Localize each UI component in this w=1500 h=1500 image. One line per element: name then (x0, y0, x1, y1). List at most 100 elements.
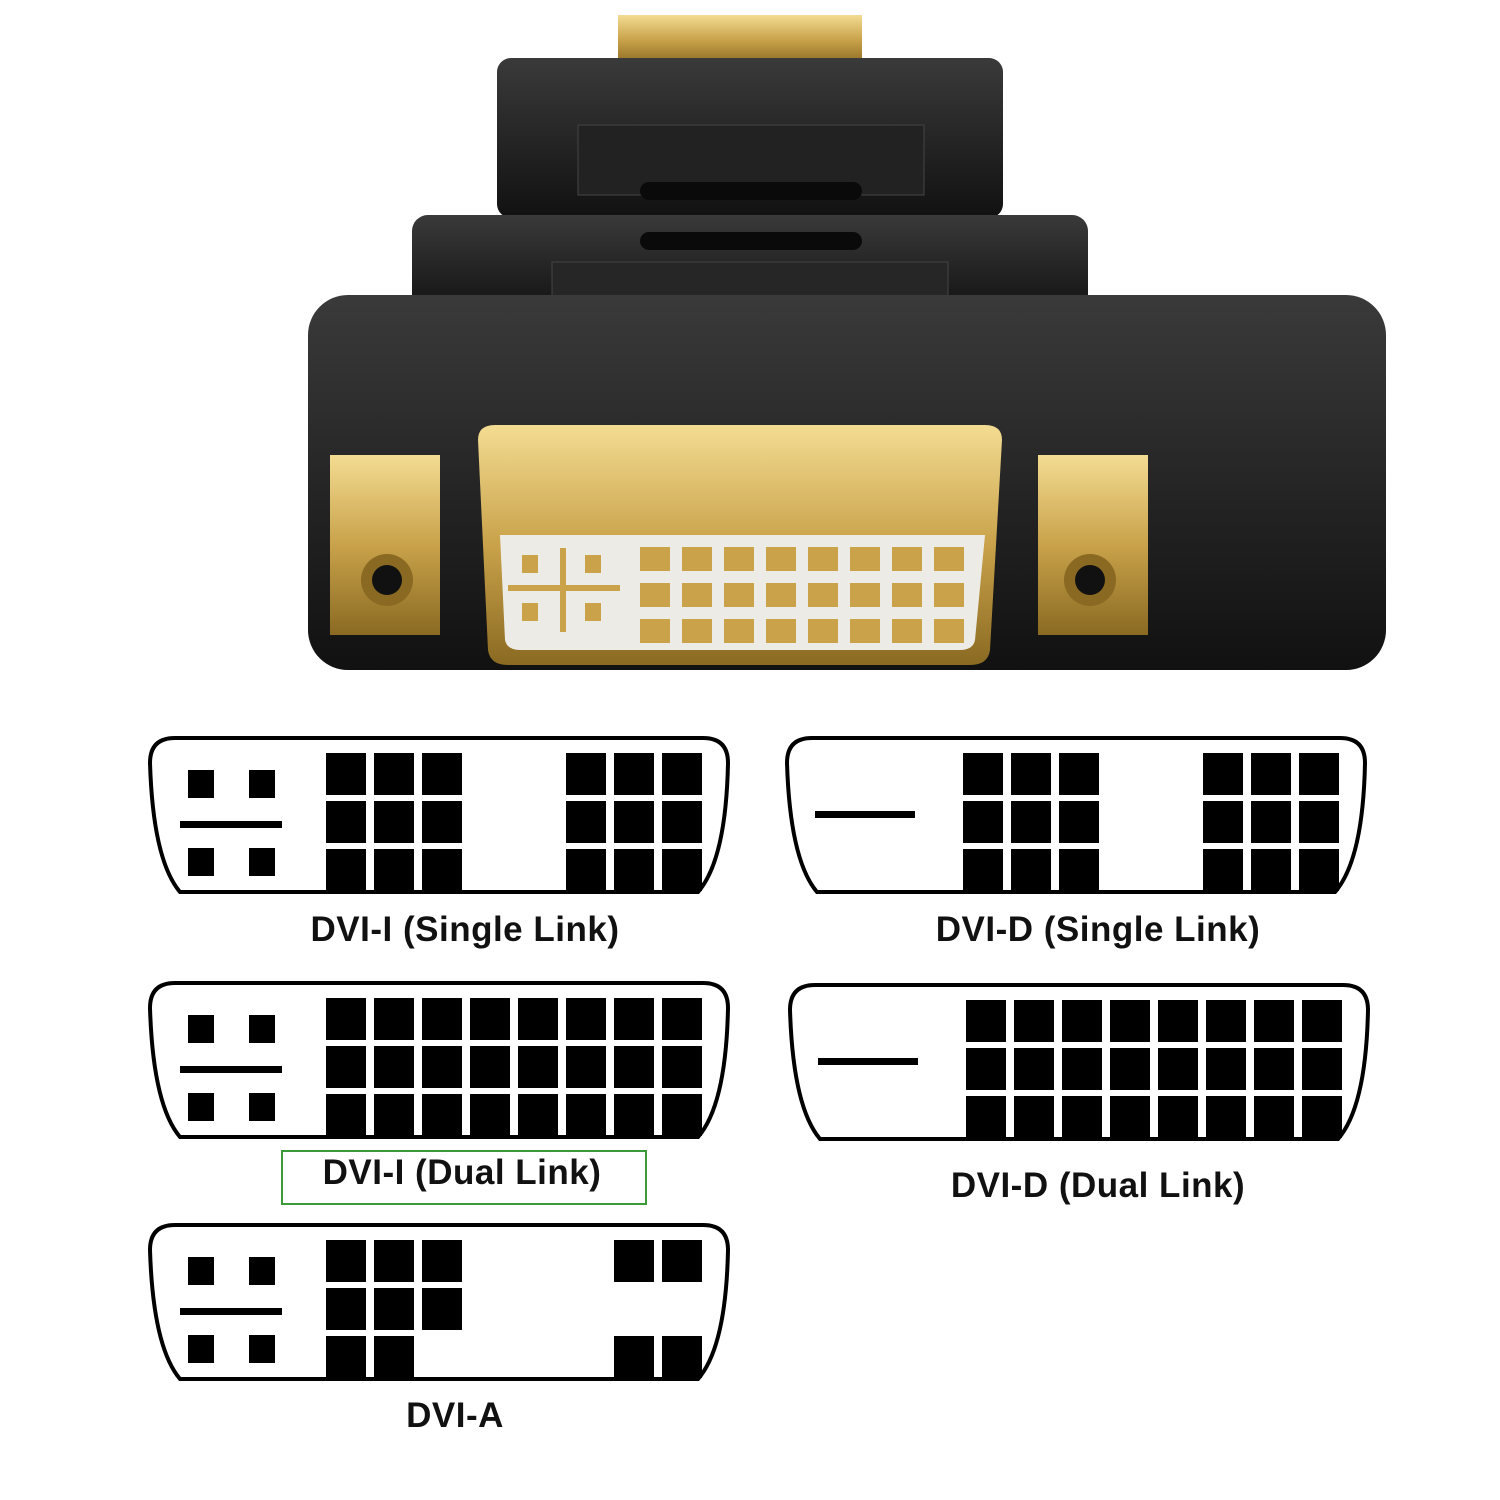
digital-pin (1110, 1096, 1150, 1138)
digital-pin (1254, 1096, 1294, 1138)
socket-pin (892, 547, 922, 571)
digital-pin (1206, 1000, 1246, 1042)
ground-blade (815, 811, 915, 818)
digital-pin (662, 1336, 702, 1378)
digital-pin (374, 1046, 414, 1088)
digital-pin (422, 998, 462, 1040)
digital-pin (566, 1046, 606, 1088)
digital-pin (326, 849, 366, 891)
analog-pin (188, 1257, 214, 1285)
socket-pin (766, 583, 796, 607)
digital-pin (326, 753, 366, 795)
socket-pin (640, 583, 670, 607)
digital-pin (614, 1240, 654, 1282)
analog-pin (188, 770, 214, 798)
digital-pin (422, 849, 462, 891)
digital-pin (966, 1096, 1006, 1138)
digital-pin (566, 753, 606, 795)
digital-pin (1251, 849, 1291, 891)
digital-pin (374, 1240, 414, 1282)
analog-cross (508, 548, 620, 632)
digital-pin (374, 753, 414, 795)
digital-pin (422, 1288, 462, 1330)
digital-pin (566, 849, 606, 891)
digital-pin (1299, 753, 1339, 795)
digital-pin (374, 849, 414, 891)
digital-pin (1110, 1000, 1150, 1042)
digital-pin (662, 998, 702, 1040)
digital-pin (1158, 1048, 1198, 1090)
digital-pin (374, 1094, 414, 1136)
digital-pin (1299, 849, 1339, 891)
socket-pin (640, 619, 670, 643)
digital-pin (326, 1046, 366, 1088)
digital-pin (470, 998, 510, 1040)
analog-pin (249, 1257, 275, 1285)
digital-pin (1206, 1096, 1246, 1138)
digital-pin (1206, 1048, 1246, 1090)
digital-pin (614, 849, 654, 891)
digital-pin (422, 1240, 462, 1282)
digital-pin (662, 1240, 702, 1282)
highlight-box (281, 1150, 647, 1205)
dvi-d-single-diagram (784, 736, 1368, 894)
dvi-a-label: DVI-A (406, 1396, 504, 1435)
socket-pin (724, 619, 754, 643)
digital-pin (1062, 1096, 1102, 1138)
digital-pin (374, 998, 414, 1040)
digital-pin (518, 998, 558, 1040)
digital-pin (662, 1046, 702, 1088)
socket-pin (808, 583, 838, 607)
digital-pin (374, 1288, 414, 1330)
dvi-d-dual-diagram (787, 983, 1371, 1141)
socket-pin (850, 547, 880, 571)
socket-pin (808, 547, 838, 571)
hdmi-gold-tip (618, 15, 862, 65)
socket-pin (682, 583, 712, 607)
digital-pin (614, 1094, 654, 1136)
socket-pin (682, 619, 712, 643)
digital-pin (614, 1046, 654, 1088)
analog-pin (188, 848, 214, 876)
ground-blade (818, 1058, 918, 1065)
digital-pin (1158, 1096, 1198, 1138)
hdmi-to-dvi-adapter-photo (308, 15, 1386, 670)
socket-pin (682, 547, 712, 571)
digital-pin (566, 801, 606, 843)
digital-pin (566, 1094, 606, 1136)
dvi-a-diagram (147, 1223, 731, 1381)
digital-pin (422, 1046, 462, 1088)
dvi-socket-pins (640, 547, 964, 643)
socket-pin (934, 619, 964, 643)
digital-pin (422, 801, 462, 843)
dvi-i-dual-diagram (147, 981, 731, 1139)
digital-pin (326, 801, 366, 843)
digital-pin (1011, 849, 1051, 891)
digital-pin (326, 1336, 366, 1378)
digital-pin (1302, 1000, 1342, 1042)
digital-pin (1011, 801, 1051, 843)
digital-pin (1062, 1048, 1102, 1090)
digital-pin (1251, 801, 1291, 843)
digital-pin (1302, 1048, 1342, 1090)
socket-pin (850, 583, 880, 607)
digital-pin (326, 998, 366, 1040)
digital-pin (1158, 1000, 1198, 1042)
ground-blade (180, 1308, 282, 1315)
analog-pin (249, 848, 275, 876)
socket-pin (766, 619, 796, 643)
digital-pin (1014, 1000, 1054, 1042)
digital-pin (326, 1094, 366, 1136)
socket-pin (766, 547, 796, 571)
digital-pin (1110, 1048, 1150, 1090)
digital-pin (1203, 849, 1243, 891)
ground-blade (180, 1066, 282, 1073)
socket-pin (934, 583, 964, 607)
dvi-d-single-label: DVI-D (Single Link) (935, 910, 1261, 949)
ground-blade (180, 821, 282, 828)
socket-pin (724, 583, 754, 607)
digital-pin (1059, 849, 1099, 891)
analog-pin (188, 1335, 214, 1363)
digital-pin (1254, 1048, 1294, 1090)
digital-pin (614, 1336, 654, 1378)
